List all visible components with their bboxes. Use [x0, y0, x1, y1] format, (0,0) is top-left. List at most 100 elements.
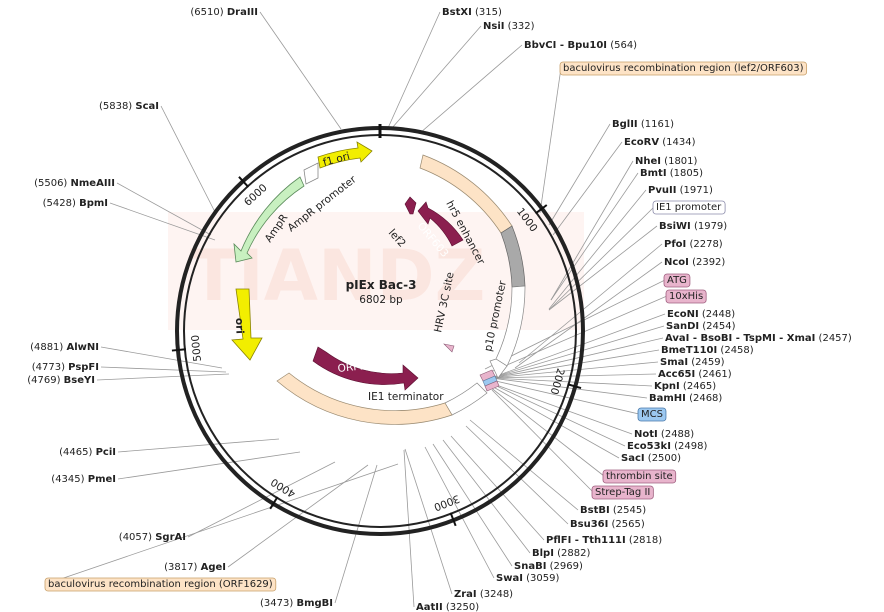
- leader-line: [419, 44, 523, 134]
- site-right-5: EcoRV (1434): [624, 137, 696, 148]
- site-right-20: Acc65I (2461): [658, 369, 732, 380]
- site-label-pill: [637, 407, 667, 422]
- leader-line: [387, 11, 441, 129]
- leader-line: [465, 425, 569, 525]
- leader-line: [490, 377, 648, 399]
- leader-lines: [45, 11, 668, 608]
- f1-ori-label: f1 ori: [322, 150, 352, 169]
- recomb-region-orf1629: [276, 372, 453, 425]
- site-label-text: SacI (2500): [621, 453, 681, 464]
- orf1629-label: ORF1629: [337, 358, 386, 375]
- leader-line: [160, 105, 217, 215]
- leader-line: [490, 377, 653, 387]
- orf603-arrow: [417, 201, 464, 247]
- site-label-text: SanDI (2454): [666, 321, 736, 332]
- site-label-text: baculovirus recombination region (lef2/O…: [563, 63, 804, 74]
- site-left-12: (3473) BmgBI: [260, 598, 333, 609]
- site-label-text: Acc65I (2461): [658, 369, 732, 380]
- ori-label: ori: [233, 318, 246, 334]
- site-label-text: 10xHis: [669, 291, 703, 302]
- site-right-12: NcoI (2392): [664, 257, 725, 268]
- site-left-5: (4773) PspFI: [32, 362, 99, 373]
- site-right-21: KpnI (2465): [654, 381, 716, 392]
- leader-line: [490, 373, 657, 379]
- site-label-text: BstBI (2545): [580, 505, 646, 516]
- site-right-16: SanDI (2454): [666, 321, 736, 332]
- leader-line: [116, 182, 212, 236]
- site-right-36: AatII (3250): [416, 602, 479, 612]
- site-label-text: BglII (1161): [612, 119, 674, 130]
- site-label-text: (6510) DraIII: [190, 7, 258, 18]
- site-left-10: (3817) AgeI: [164, 562, 226, 573]
- site-right-14: 10xHis: [665, 289, 707, 304]
- site-label-pill: [559, 61, 808, 76]
- site-label-text: BlpI (2882): [532, 548, 590, 559]
- site-right-4: BglII (1161): [612, 119, 674, 130]
- site-label-text: Eco53kI (2498): [627, 441, 707, 452]
- site-labels: BstXI (315)NsiI (332)BbvCI - Bpu10I (564…: [27, 7, 852, 612]
- site-label-text: EcoNI (2448): [667, 309, 735, 320]
- leader-line: [514, 261, 663, 369]
- ie1-terminator-block: [444, 382, 488, 416]
- leader-line: [490, 313, 666, 379]
- site-label-text: IE1 promoter: [656, 202, 722, 213]
- site-label-text: SnaBI (2969): [514, 561, 583, 572]
- site-label-text: SwaI (3059): [496, 573, 559, 584]
- f1-ori-arrow: [317, 141, 373, 169]
- leader-line: [548, 225, 658, 311]
- site-label-text: BamHI (2468): [649, 393, 722, 404]
- leader-line: [45, 463, 399, 585]
- site-label-text: BmtI (1805): [640, 168, 703, 179]
- site-left-6: (4769) BseYI: [27, 375, 95, 386]
- site-label-pill: [602, 469, 677, 484]
- site-label-text: (4345) PmeI: [51, 474, 116, 485]
- tick-mark: [534, 204, 548, 215]
- lef2-arrow: [404, 196, 417, 215]
- site-label-text: BmeT110I (2458): [661, 345, 754, 356]
- site-right-11: PfoI (2278): [664, 239, 723, 250]
- site-label-text: (3817) AgeI: [164, 562, 226, 573]
- site-right-32: BlpI (2882): [532, 548, 590, 559]
- leader-line: [548, 189, 647, 310]
- site-label-pill: [44, 577, 277, 592]
- site-label-text: MCS: [641, 409, 663, 420]
- site-label-pill: [665, 289, 707, 304]
- site-label-text: (4881) AlwNI: [30, 342, 99, 353]
- site-label-pill: [663, 273, 691, 288]
- ori-arrow: [231, 288, 263, 361]
- site-right-31: PflFI - Tth111I (2818): [546, 535, 662, 546]
- site-right-25: Eco53kI (2498): [627, 441, 707, 452]
- leader-line: [490, 349, 660, 379]
- site-label-text: Bsu36I (2565): [570, 519, 645, 530]
- site-label-text: (5838) ScaI: [99, 101, 159, 112]
- site-label-text: baculovirus recombination region (ORF162…: [48, 579, 273, 590]
- site-label-text: PfoI (2278): [664, 239, 723, 250]
- leader-line: [117, 438, 280, 453]
- leader-line: [550, 172, 639, 301]
- site-right-35: ZraI (3248): [454, 589, 513, 600]
- site-right-29: BstBI (2545): [580, 505, 646, 516]
- site-left-4: (4881) AlwNI: [30, 342, 99, 353]
- leader-line: [489, 386, 605, 477]
- site-right-15: EcoNI (2448): [667, 309, 735, 320]
- site-left-0: (6510) DraIII: [190, 7, 258, 18]
- site-left-2: (5506) NmeAIII: [34, 178, 115, 189]
- site-label-text: PflFI - Tth111I (2818): [546, 535, 662, 546]
- site-right-8: PvuII (1971): [648, 185, 713, 196]
- leader-line: [550, 160, 634, 301]
- leader-line: [490, 361, 659, 379]
- leader-line: [391, 25, 482, 129]
- leader-line: [490, 337, 664, 379]
- site-right-33: SnaBI (2969): [514, 561, 583, 572]
- site-label-text: (4773) PspFI: [32, 362, 99, 373]
- tick-label: 3000: [432, 492, 461, 513]
- site-left-1: (5838) ScaI: [99, 101, 159, 112]
- site-label-text: NsiI (332): [483, 21, 535, 32]
- leader-line: [486, 378, 640, 415]
- site-label-text: SmaI (2459): [660, 357, 725, 368]
- leader-line: [100, 366, 227, 373]
- leader-line: [552, 141, 623, 236]
- site-label-text: EcoRV (1434): [624, 137, 696, 148]
- site-label-text: NcoI (2392): [664, 257, 725, 268]
